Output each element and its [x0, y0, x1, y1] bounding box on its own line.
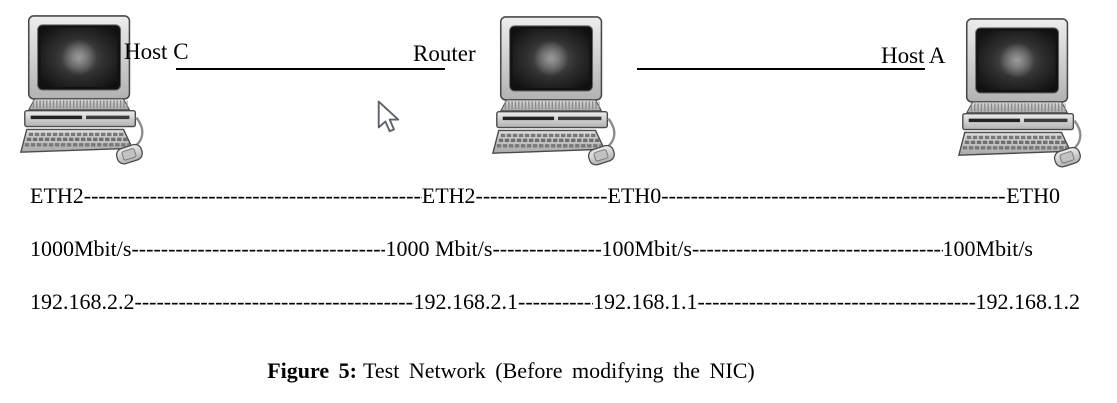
- dash-connector: ----------------------------------------…: [518, 289, 593, 314]
- eth-label-router-left: ETH2: [421, 183, 476, 208]
- eth-label-router-right: ETH0: [607, 183, 662, 208]
- ip-label-host-a: 192.168.1.2: [975, 289, 1081, 314]
- figure-caption: Figure 5:Test Network (Before modifying …: [0, 358, 1022, 384]
- node-label-host-c: Host C: [124, 39, 189, 64]
- ip-label-router-right: 192.168.1.1: [593, 289, 698, 314]
- eth-label-host-a: ETH0: [1006, 183, 1060, 208]
- ip-address-row: 192.168.2.2 ----------------------------…: [30, 289, 1080, 315]
- eth-label-host-c: ETH2: [30, 183, 84, 208]
- speed-label-host-c: 1000Mbit/s: [30, 236, 132, 261]
- dash-connector: ----------------------------------------…: [661, 183, 1006, 208]
- ip-label-router-left: 192.168.2.1: [413, 289, 519, 314]
- connection-line-hostc-router: [176, 68, 445, 70]
- node-label-router: Router: [413, 41, 476, 66]
- speed-label-router-left: 1000 Mbit/s: [385, 236, 493, 261]
- speed-label-host-a: 100Mbit/s: [942, 236, 1033, 261]
- computer-icon-host-a: [958, 16, 1090, 169]
- node-label-host-a: Host A: [881, 43, 946, 68]
- dash-connector: ----------------------------------------…: [83, 183, 422, 208]
- dash-connector: ----------------------------------------…: [691, 236, 943, 261]
- interface-row: ETH2 -----------------------------------…: [30, 183, 1060, 209]
- speed-row: 1000Mbit/s -----------------------------…: [30, 236, 1033, 262]
- dash-connector: ----------------------------------------…: [697, 289, 976, 314]
- speed-label-router-right: 100Mbit/s: [601, 236, 692, 261]
- connection-line-router-hosta: [637, 68, 925, 70]
- dash-connector: ----------------------------------------…: [492, 236, 601, 261]
- dash-connector: ----------------------------------------…: [475, 183, 608, 208]
- dash-connector: ----------------------------------------…: [131, 236, 385, 261]
- dash-connector: ----------------------------------------…: [134, 289, 414, 314]
- computer-icon-router: [492, 14, 624, 167]
- ip-label-host-c: 192.168.2.2: [30, 289, 135, 314]
- figure-caption-number: Figure 5:: [267, 358, 357, 383]
- mouse-arrow-pointer-icon: [377, 100, 400, 133]
- figure-caption-text: Test Network (Before modifying the NIC): [362, 358, 755, 383]
- computer-icon-host-c: [20, 13, 152, 166]
